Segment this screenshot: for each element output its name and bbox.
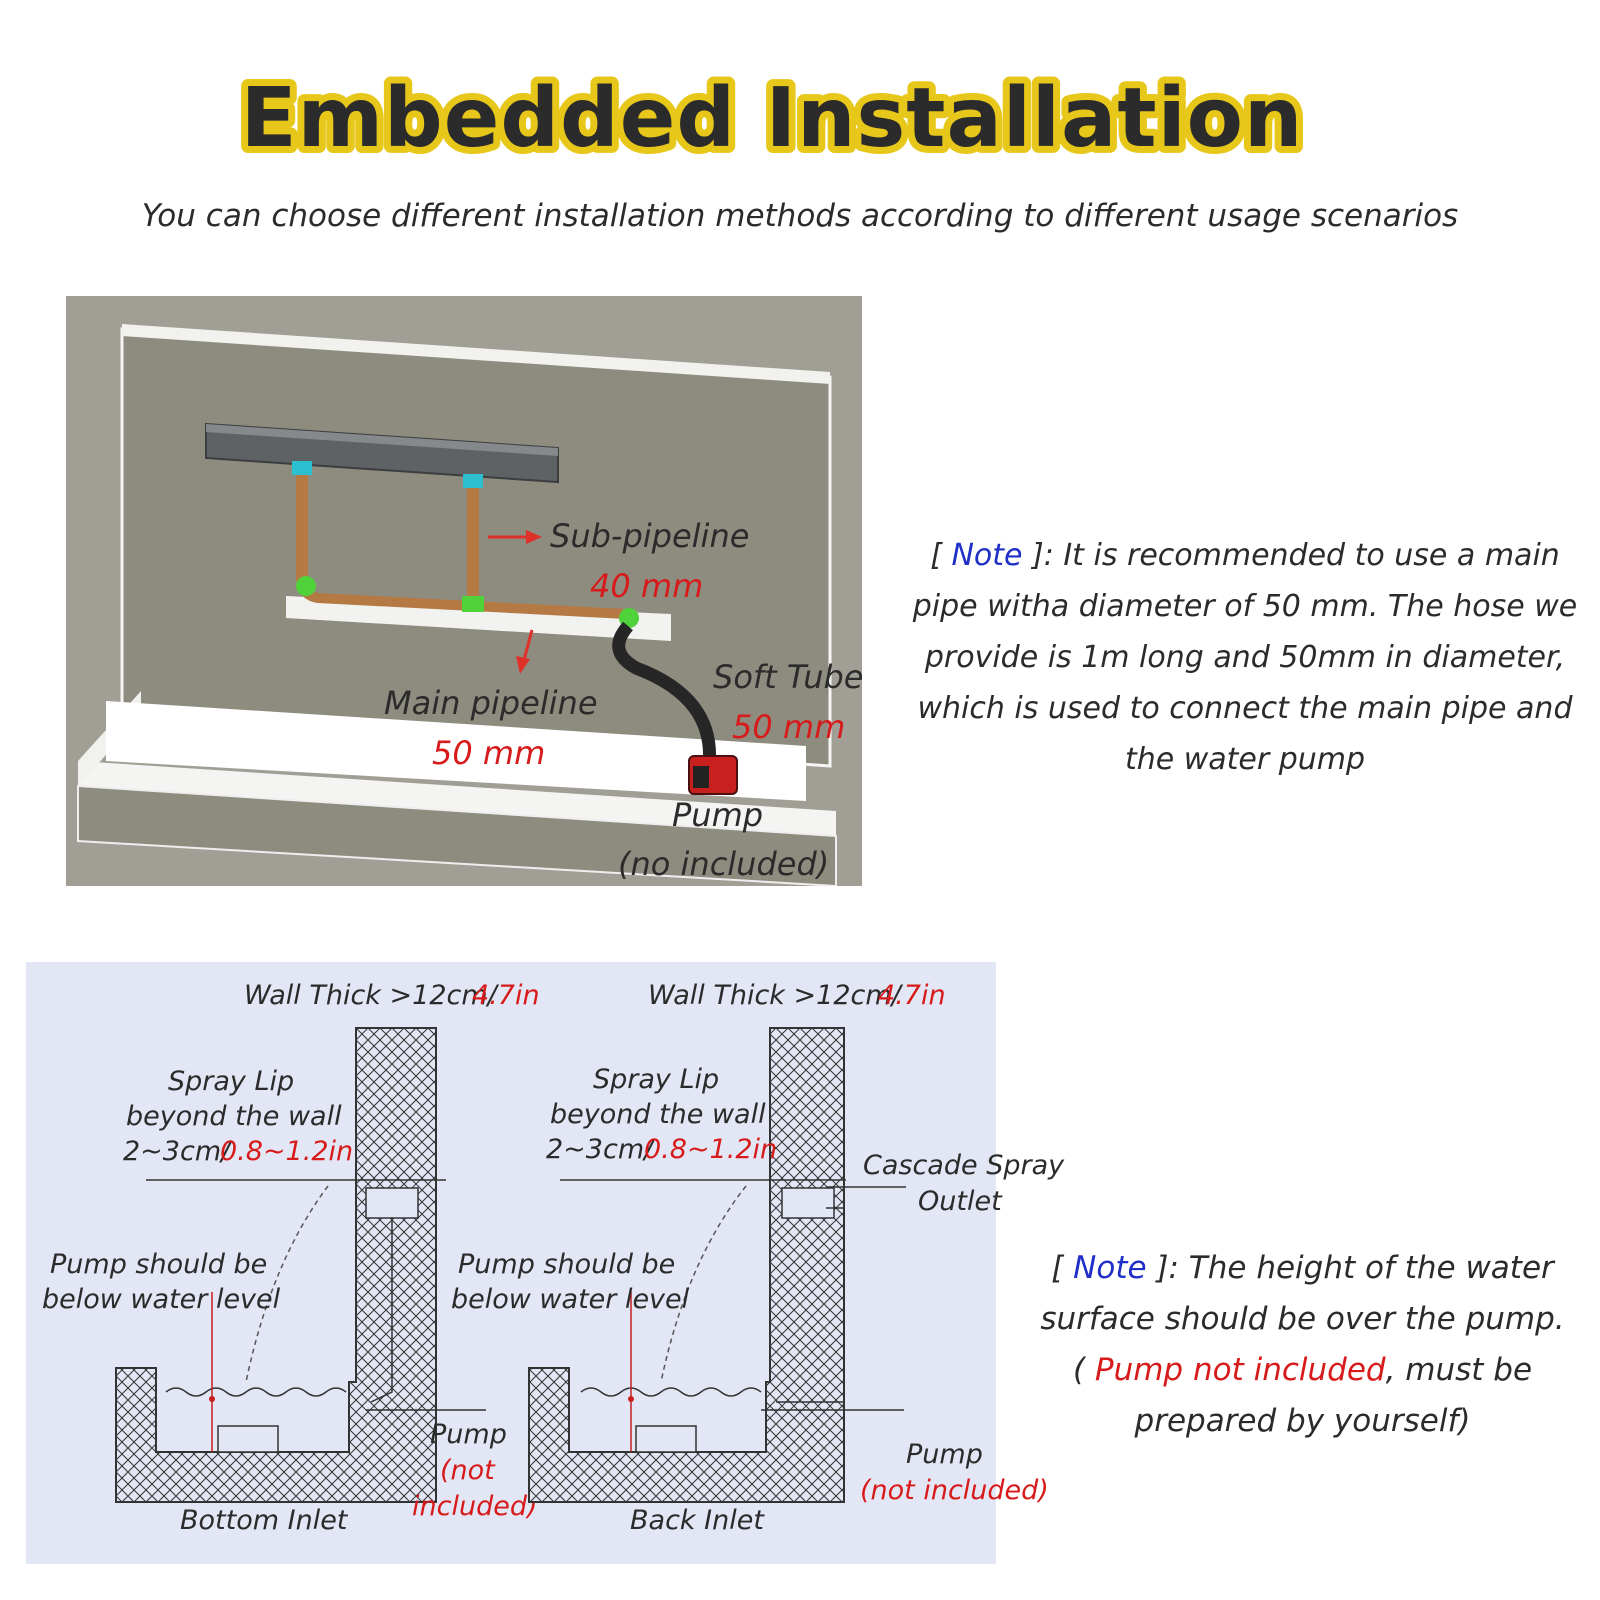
wall-thick-value: 4.7in [878,980,946,1011]
spray-lip-line3: 2~3cm/ [123,1136,233,1167]
page-title: Embedded Installation [0,64,1600,180]
cascade-spray-label: Cascade Spray [863,1150,1065,1181]
sub-pipe-left [296,466,308,581]
title-text: Embedded Installation [241,71,1304,166]
pump-not-included: (not included) [860,1475,1049,1506]
pump-not-included-2: included) [412,1491,538,1522]
wall-section [115,1027,437,1503]
note-open: [ [930,538,952,573]
wall-recess [286,596,671,641]
elbow-fitting [296,576,316,596]
water-surface [580,1387,762,1397]
pump-shape [217,1425,279,1453]
spray-lip-label: Spray Lip [168,1066,294,1097]
diagram-back-inlet: Wall Thick >12cm/ 4.7in Spray Lip beyond… [451,980,1065,1536]
pump-below-line1: Pump should be [458,1249,675,1280]
title-svg: Embedded Installation [234,64,1310,173]
spray-outlet [781,1187,835,1219]
spray-lip-value: 0.8~1.2in [644,1134,777,1165]
pump-level-dot [209,1396,215,1402]
water-arc [245,1185,329,1383]
soft-tube-size: 50 mm [732,708,845,746]
spillway-top [206,424,558,456]
note-text-1: ]: The height of the water surface shoul… [1040,1250,1565,1388]
spray-lip-line2: beyond the wall [550,1099,766,1130]
note-keyword: Note [951,538,1023,573]
pump-note: (no included) [618,845,829,883]
pump-below-line2: below water level [42,1284,281,1315]
pump-cap [693,766,709,788]
spray-lip-value: 0.8~1.2in [220,1136,353,1167]
bottom-inlet-caption: Bottom Inlet [180,1505,349,1536]
render-illustration: Sub-pipeline 40 mm Main pipeline 50 mm S… [66,296,862,886]
main-pipeline-arrow [522,629,534,661]
pump-below-line2: below water level [451,1284,690,1315]
spray-outlet [365,1187,419,1219]
pump-level-dot [628,1396,634,1402]
pump-not-included-1: (not [440,1455,496,1486]
inlet-pipe [370,1218,393,1403]
wall-thick-label: Wall Thick >12cm/ [648,980,904,1011]
note-open: [ [1051,1250,1074,1286]
back-inlet-pipe [776,1207,845,1403]
note-text-2: , must be prepared by yourself) [1134,1352,1533,1439]
sub-pipe-fitting-left [292,461,312,475]
note-highlight: Pump not included [1094,1352,1386,1388]
pump-shape [635,1425,697,1453]
diagram-bottom-inlet: Wall Thick >12cm/ 4.7in Spray Lip beyond… [42,980,540,1536]
sub-pipeline-arrow-head [526,530,542,544]
note-body: ]: It is recommended to use a main pipe … [912,538,1578,777]
spray-lip-label: Spray Lip [593,1064,719,1095]
note-water-height: [ Note ]: The height of the water surfac… [1030,1243,1575,1447]
basin-floor [106,701,806,801]
sub-pipe-right [467,478,479,598]
soft-tube-label: Soft Tube [713,658,862,696]
sub-pipeline-label: Sub-pipeline [550,517,749,555]
tee-fitting [462,596,484,612]
spray-lip-line3: 2~3cm/ [546,1134,656,1165]
water-surface [165,1387,347,1397]
page-subtitle: You can choose different installation me… [141,198,1459,234]
pump-label: Pump [672,796,763,834]
water-arc [660,1185,747,1383]
basin-top [78,761,836,836]
wall-top [122,324,830,384]
pump-below-line1: Pump should be [50,1249,267,1280]
pump-label: Pump [906,1439,983,1470]
note-keyword: Note [1073,1250,1147,1286]
back-inlet-caption: Back Inlet [630,1505,765,1536]
cross-section-diagrams: Wall Thick >12cm/ 4.7in Spray Lip beyond… [26,962,1065,1564]
main-pipeline-size: 50 mm [432,734,545,772]
spray-lip-line2: beyond the wall [126,1101,342,1132]
wall-thick-value: 4.7in [472,980,540,1011]
basin-front [77,784,837,886]
sub-pipeline-size: 40 mm [590,567,703,605]
note-recommendation: [ Note ]: It is recommended to use a mai… [905,530,1585,785]
soft-tube [612,621,717,767]
main-pipeline-arrow-head [516,656,530,674]
main-pipeline-label: Main pipeline [384,684,598,722]
pump-label: Pump [430,1419,507,1450]
outlet-label: Outlet [918,1186,1003,1217]
wall-thick-label: Wall Thick >12cm/ [244,980,500,1011]
sub-pipe-fitting-right [463,474,483,488]
